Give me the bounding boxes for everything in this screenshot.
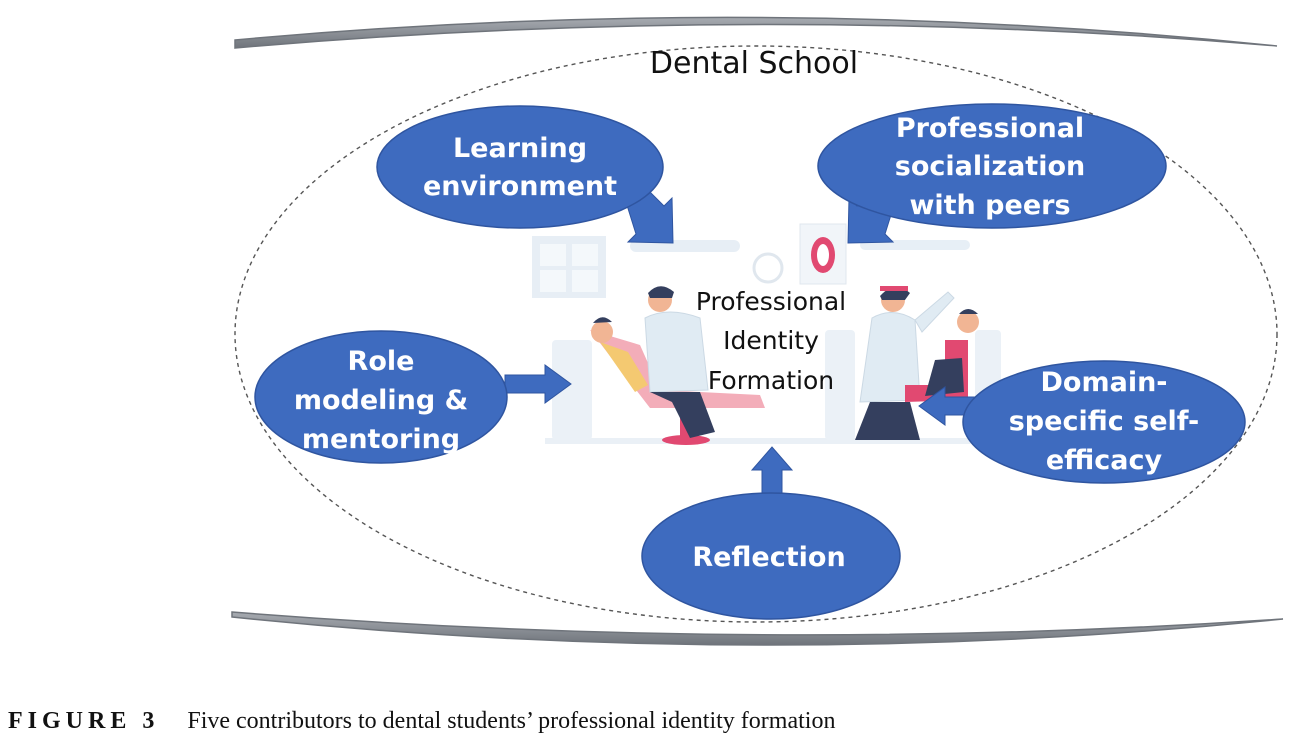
learning-line-1: Learning [453,133,587,164]
center-line-3: Formation [708,366,834,395]
dental-school-label: Dental School [650,46,858,81]
arrow-reflection [750,446,794,501]
domain-line-3: efficacy [1046,445,1163,476]
contributor-domain-self-efficacy: Domain- specific self- efficacy [962,360,1246,484]
role-line-2: modeling & [294,385,468,416]
socialization-line-1: Professional [896,113,1084,144]
socialization-line-3: with peers [909,190,1070,221]
bottom-bracket [231,611,1284,646]
reflection-line-1: Reflection [692,542,845,573]
arrow-role [504,364,572,404]
domain-line-1: Domain- [1041,367,1168,398]
dental-school-boundary [234,45,1278,623]
contributor-reflection: Reflection [641,492,901,620]
socialization-line-2: socialization [895,151,1085,182]
figure-label: FIGURE 3 [8,708,160,734]
contributor-role-modeling: Role modeling & mentoring [254,330,508,464]
role-line-1: Role [348,346,415,377]
top-bracket [234,16,1278,49]
domain-line-2: specific self- [1009,406,1200,437]
learning-line-2: environment [423,171,617,202]
contributor-learning-environment: Learning environment [376,105,664,229]
contributor-professional-socialization: Professional socialization with peers [817,103,1167,229]
figure-caption: FIGURE 3 Five contributors to dental stud… [8,708,835,735]
caption-text: Five contributors to dental students’ pr… [187,708,836,734]
role-line-3: mentoring [302,424,460,455]
center-line-1: Professional [696,287,846,316]
center-line-2: Identity [723,326,819,355]
